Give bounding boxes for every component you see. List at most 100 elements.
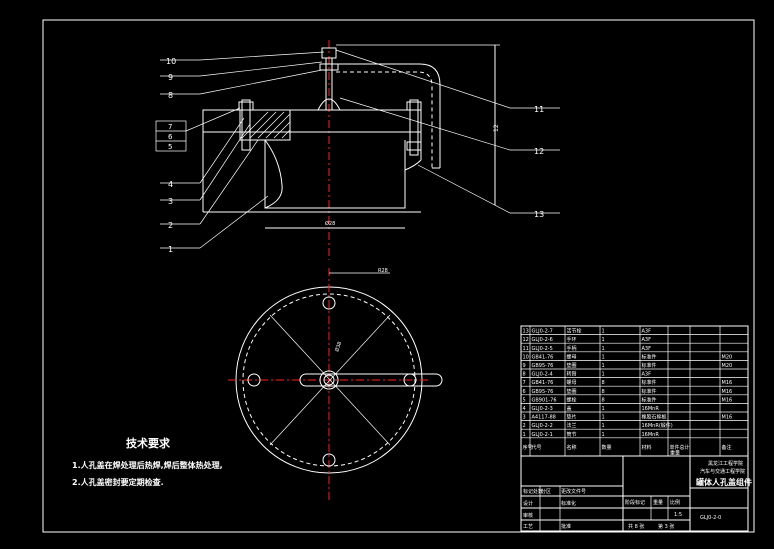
tech-req-title: 技术要求 [126, 436, 171, 450]
callout-8: 8 [168, 91, 173, 100]
break-line [264, 139, 283, 209]
parts-cell-qty: 1 [602, 415, 605, 421]
callout-10: 10 [166, 57, 176, 66]
dept-name: 汽车与交通工程学院 [700, 468, 745, 475]
parts-header-no: 序号 [523, 444, 533, 451]
parts-cell-code: GLJ0-2-3 [532, 406, 553, 412]
parts-cell-note: M16 [722, 397, 733, 403]
parts-cell-name: 垫圈 [567, 362, 577, 369]
parts-cell-name: 筒节 [567, 431, 577, 438]
parts-cell-note: M16 [722, 415, 733, 421]
parts-cell-material: 16MnR [642, 432, 660, 438]
technical-requirements: 技术要求 1.人孔盖在焊处理后热焊,焊后整体热处理, 2.人孔盖密封要定期检查. [72, 436, 223, 487]
callout-6: 6 [168, 133, 173, 141]
parts-cell-name: 法兰 [567, 422, 577, 429]
parts-cell-no: 9 [523, 363, 526, 369]
parts-header-weight-sub: 重量 [670, 450, 680, 457]
parts-cell-material: A3F [642, 337, 652, 343]
parts-cell-name: 螺栓 [567, 396, 577, 403]
label-review: 审核 [523, 512, 533, 519]
parts-cell-code: GLJ0-2-1 [532, 432, 553, 438]
label-mark: 标记处数 [523, 488, 543, 495]
parts-header-name: 名称 [567, 444, 577, 451]
parts-cell-code: GLJ0-2-4 [532, 372, 553, 378]
parts-cell-note: M16 [722, 380, 733, 386]
parts-cell-name: 垫片 [567, 414, 577, 421]
callout-3: 3 [168, 197, 173, 206]
parts-cell-material: 标准件 [642, 362, 657, 369]
callout-1: 1 [168, 245, 173, 254]
parts-cell-name: 手环 [567, 336, 577, 343]
parts-header-note: 备注 [722, 444, 732, 451]
parts-cell-no: 3 [523, 415, 526, 421]
parts-cell-qty: 8 [602, 380, 605, 386]
drawing-title: 罐体人孔盖组件 [695, 477, 752, 487]
parts-cell-name: 螺母 [567, 379, 577, 386]
parts-cell-no: 11 [523, 346, 529, 352]
label-weight: 重量 [653, 499, 663, 506]
parts-cell-material: 16MnR [642, 406, 660, 412]
callout-5: 5 [168, 143, 172, 151]
parts-cell-qty: 1 [602, 354, 605, 360]
parts-cell-note: M16 [722, 389, 733, 395]
width-dimension: Ø28 [325, 220, 335, 227]
parts-cell-no: 1 [523, 432, 526, 438]
parts-cell-material: 标准件 [642, 396, 657, 403]
parts-header-weight: 单件总计 [670, 444, 690, 451]
parts-cell-material: 标准件 [642, 388, 657, 395]
scale-value: 1:5 [674, 512, 682, 518]
parts-cell-no: 6 [523, 389, 526, 395]
label-ratio: 比例 [670, 499, 680, 506]
parts-cell-code: A4117-88 [532, 415, 556, 421]
plan-handle [299, 373, 443, 387]
left-callouts: 10 9 8 7 6 5 4 3 2 1 [155, 51, 325, 254]
drawing-frame [42, 19, 755, 533]
parts-cell-material: A3F [642, 329, 652, 335]
diameter-dimension: Ø38 [333, 341, 343, 353]
tech-req-item-1: 1.人孔盖在焊处理后热焊,焊后整体热处理, [72, 460, 223, 470]
parts-header-material: 材料 [642, 444, 652, 451]
parts-cell-material: 标准件 [642, 353, 657, 360]
parts-cell-no: 5 [523, 397, 526, 403]
label-design: 设计 [523, 500, 533, 507]
cover-dome [317, 98, 341, 111]
parts-cell-code: GB901-76 [532, 397, 557, 403]
title-block: 黑龙江工程学院 汽车与交通工程学院 罐体人孔盖组件 GLJ0-2-0 1:5 标… [520, 455, 752, 532]
bolt-left [241, 99, 251, 151]
parts-cell-code: GB95-76 [532, 363, 554, 369]
label-zone: 分区 [541, 488, 551, 495]
parts-cell-qty: 8 [602, 389, 605, 395]
right-callouts: 11 12 13 [335, 49, 560, 219]
callout-13: 13 [534, 210, 544, 219]
label-process: 工艺 [523, 524, 533, 530]
hatched-cover [239, 109, 291, 141]
parts-cell-name: 活节栓 [567, 328, 582, 335]
label-sheet: 第 3 张 [658, 523, 674, 530]
parts-cell-code: GLJ0-2-5 [532, 346, 553, 352]
parts-cell-material: 橡胶石棉板 [642, 414, 667, 421]
parts-cell-no: 13 [523, 329, 529, 335]
parts-cell-code: GB95-76 [532, 389, 554, 395]
parts-cell-no: 4 [523, 406, 526, 412]
parts-cell-material: 16MnR(锻件) [642, 422, 673, 429]
parts-cell-note: M20 [722, 363, 733, 369]
tech-req-item-2: 2.人孔盖密封要定期检查. [72, 477, 164, 487]
parts-cell-code: GLJ0-2-7 [532, 329, 553, 335]
parts-cell-name: 螺母 [567, 353, 577, 360]
callout-7: 7 [168, 123, 172, 131]
callout-9: 9 [168, 73, 173, 82]
shell-outline [264, 140, 406, 209]
drawing-number: GLJ0-2-0 [700, 515, 721, 521]
parts-cell-qty: 1 [602, 329, 605, 335]
flange-outline [202, 109, 422, 133]
parts-header-qty: 数量 [602, 444, 612, 451]
parts-cell-qty: 8 [602, 397, 605, 403]
callout-12: 12 [534, 147, 544, 156]
parts-cell-qty: 1 [602, 346, 605, 352]
label-sheets: 共 8 张 [628, 523, 644, 530]
parts-cell-no: 2 [523, 423, 526, 429]
parts-cell-code: GB41-76 [532, 354, 554, 360]
parts-cell-code: GB41-76 [532, 380, 554, 386]
parts-header-code: 代号 [532, 444, 542, 451]
